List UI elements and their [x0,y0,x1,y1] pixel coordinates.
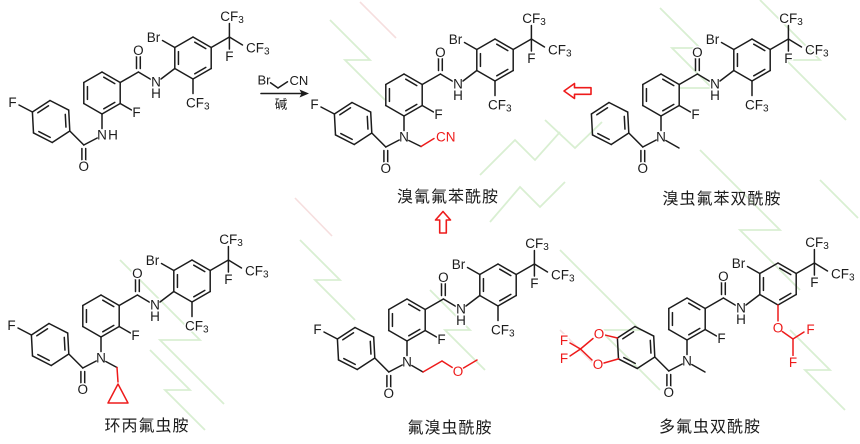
svg-text:CF3: CF3 [525,236,549,253]
svg-text:Br: Br [147,30,161,45]
svg-text:O: O [381,161,392,176]
svg-text:Br: Br [449,32,463,47]
svg-text:O: O [664,385,675,400]
svg-text:F: F [691,107,699,122]
svg-text:F: F [560,333,568,348]
svg-text:CF3: CF3 [219,232,243,249]
svg-text:CF3: CF3 [551,267,575,284]
svg-text:F: F [225,49,233,64]
svg-text:CF3: CF3 [488,97,512,114]
svg-text:CF3: CF3 [186,95,210,112]
svg-text:Br: Br [452,257,466,272]
svg-text:O: O [438,270,449,285]
svg-text:Br: Br [732,256,746,271]
reaction-arrow: Br CN碱 [256,71,310,113]
svg-text:H: H [108,128,118,143]
svg-text:O: O [638,161,649,176]
svg-text:CF3: CF3 [185,318,209,335]
svg-text:H: H [710,88,720,103]
svg-text:Br: Br [146,253,160,268]
retro-arrow-up-icon [434,210,452,234]
svg-text:O: O [594,327,605,342]
svg-text:CF3: CF3 [246,40,270,57]
svg-text:N: N [96,351,106,366]
svg-text:N: N [97,128,107,143]
svg-text:CN: CN [290,73,309,88]
svg-text:F: F [560,351,568,366]
svg-text:CF3: CF3 [831,266,855,283]
svg-text:CF3: CF3 [491,322,515,339]
svg-text:N: N [736,301,746,316]
svg-text:F: F [717,331,725,346]
svg-text:CF3: CF3 [805,235,829,252]
svg-text:O: O [384,386,395,401]
svg-text:H: H [151,86,161,101]
svg-text:F: F [8,95,16,110]
svg-text:F: F [7,318,15,333]
svg-text:F: F [434,107,442,122]
svg-text:Br: Br [258,73,272,88]
svg-text:O: O [593,357,604,372]
svg-text:N: N [456,302,466,317]
svg-text:O: O [132,266,143,281]
svg-text:F: F [224,272,232,287]
svg-text:CN: CN [436,130,456,145]
svg-text:F: F [132,105,140,120]
compound-name-s5: 氟溴虫酰胺 [407,420,493,437]
svg-text:CF3: CF3 [805,42,829,59]
svg-text:F: F [530,276,538,291]
compound-name-s3: 溴虫氟苯双酰胺 [662,191,782,208]
svg-text:碱: 碱 [275,98,288,112]
svg-text:H: H [453,88,463,103]
svg-text:F: F [784,51,792,66]
svg-text:O: O [435,45,446,60]
svg-text:CF3: CF3 [522,11,546,28]
svg-text:O: O [453,364,464,379]
svg-text:O: O [692,45,703,60]
svg-text:N: N [402,355,412,370]
svg-text:N: N [710,77,720,92]
svg-text:F: F [313,322,321,337]
svg-text:CF3: CF3 [245,263,269,280]
svg-text:CF3: CF3 [779,11,803,28]
svg-text:H: H [456,313,466,328]
svg-text:F: F [527,51,535,66]
svg-text:N: N [656,130,666,145]
svg-text:CF3: CF3 [745,97,769,114]
svg-text:Br: Br [706,32,720,47]
svg-text:H: H [736,312,746,327]
svg-text:H: H [150,309,160,324]
compound-name-s6: 多氟虫双酰胺 [658,419,761,436]
svg-text:F: F [810,275,818,290]
watermark [119,0,859,431]
svg-text:O: O [133,43,144,58]
svg-text:F: F [437,332,445,347]
svg-text:F: F [310,97,318,112]
svg-text:F: F [806,322,814,337]
svg-text:F: F [131,328,139,343]
svg-text:CF3: CF3 [220,9,244,26]
retro-arrow-left-icon [563,82,592,100]
svg-text:N: N [682,354,692,369]
svg-text:N: N [151,75,161,90]
svg-text:N: N [150,298,160,313]
svg-text:O: O [78,382,89,397]
svg-text:N: N [399,130,409,145]
compound-name-s4: 环丙氟虫胺 [104,418,190,435]
svg-text:O: O [79,159,90,174]
compound-name-s2: 溴氰氟苯酰胺 [396,189,499,206]
svg-text:O: O [718,269,729,284]
svg-text:N: N [453,77,463,92]
svg-text:F: F [789,355,797,370]
svg-text:CF3: CF3 [548,42,572,59]
svg-text:O: O [773,321,784,336]
